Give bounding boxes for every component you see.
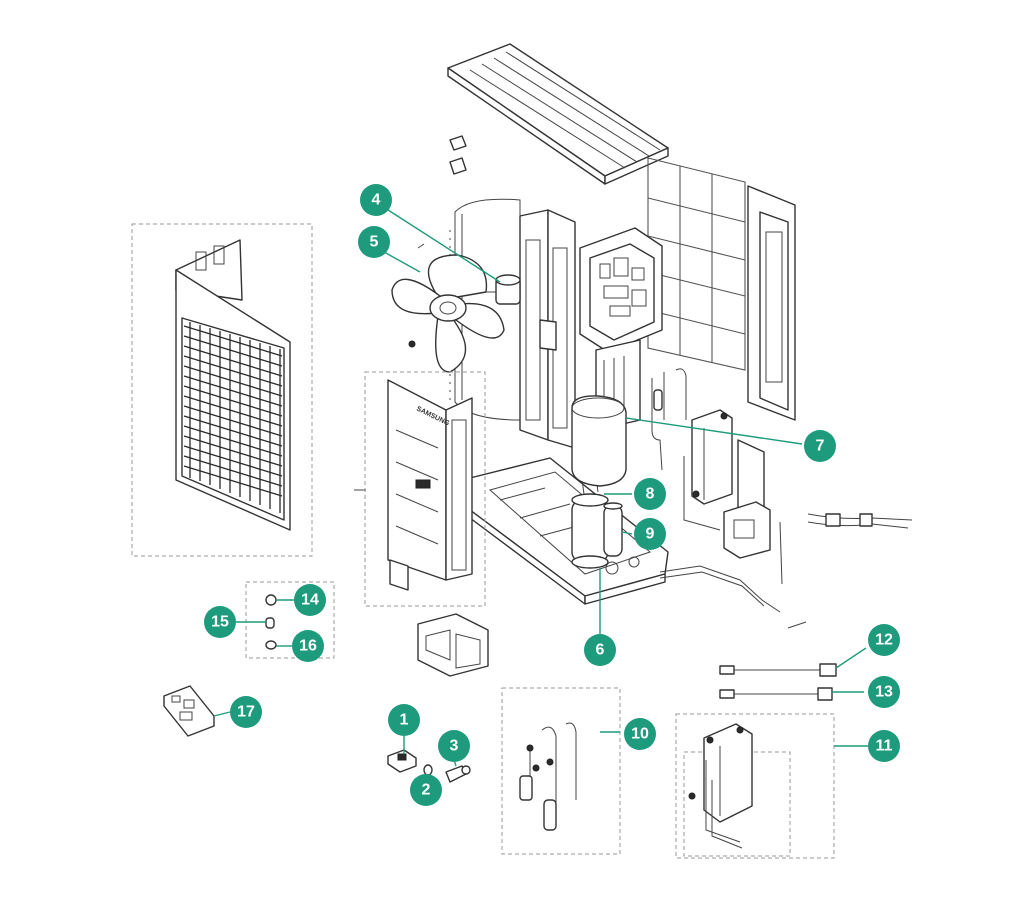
motor-bracket [519, 209, 576, 449]
svg-text:17: 17 [237, 704, 255, 721]
svg-text:5: 5 [370, 234, 379, 251]
wiring-harness [779, 513, 913, 629]
front-side-panel: SAMSUNG [364, 371, 486, 607]
svg-text:1: 1 [400, 712, 409, 729]
svg-text:15: 15 [211, 614, 229, 631]
callout-2: 2 [410, 774, 442, 806]
svg-text:2: 2 [422, 782, 431, 799]
phe-assembly [675, 713, 835, 859]
callout-12: 12 [868, 624, 900, 656]
front-panel-assembly [131, 223, 366, 557]
callout-11: 11 [868, 730, 900, 762]
callout-6: 6 [584, 634, 616, 666]
svg-text:3: 3 [450, 738, 459, 755]
grill-lines [183, 322, 283, 513]
compressor-cover [571, 395, 627, 487]
right-side-panel [747, 185, 796, 421]
fan-motor [486, 274, 521, 305]
small-clips [449, 135, 467, 175]
base-pan [469, 457, 669, 605]
callout-10: 10 [624, 718, 656, 750]
valve-assembly [501, 687, 621, 855]
callout-15: 15 [204, 606, 236, 638]
svg-text:9: 9 [646, 526, 655, 543]
cables [719, 663, 837, 701]
callout-17: 17 [230, 696, 262, 728]
callout-8: 8 [634, 478, 666, 510]
callout-14: 14 [294, 584, 326, 616]
small-fittings [387, 749, 471, 783]
compressor [571, 475, 623, 569]
plate-heat-exchanger [691, 409, 733, 505]
callout-1: 1 [388, 704, 420, 736]
svg-text:4: 4 [372, 192, 381, 209]
svg-text:12: 12 [875, 632, 893, 649]
callout-4: 4 [360, 184, 392, 216]
svg-text:10: 10 [631, 726, 649, 743]
callout-5: 5 [358, 226, 390, 258]
callout-13: 13 [868, 676, 900, 708]
angle-bracket [417, 613, 489, 677]
terminal-bracket [723, 439, 771, 559]
svg-text:11: 11 [876, 738, 893, 755]
svg-text:13: 13 [875, 684, 893, 701]
callout-16: 16 [292, 630, 324, 662]
svg-text:16: 16 [299, 638, 317, 655]
callout-7: 7 [804, 430, 836, 462]
pcb-board [163, 685, 215, 737]
top-cover-panel [447, 43, 669, 185]
control-box [579, 227, 663, 431]
fan-blade [391, 243, 505, 373]
svg-text:6: 6 [596, 642, 605, 659]
refrigerant-piping [651, 368, 781, 613]
callout-9: 9 [634, 518, 666, 550]
leader-lines [213, 207, 868, 781]
callout-3: 3 [438, 730, 470, 762]
svg-text:8: 8 [646, 486, 655, 503]
svg-text:14: 14 [301, 592, 319, 609]
svg-text:7: 7 [816, 438, 825, 455]
